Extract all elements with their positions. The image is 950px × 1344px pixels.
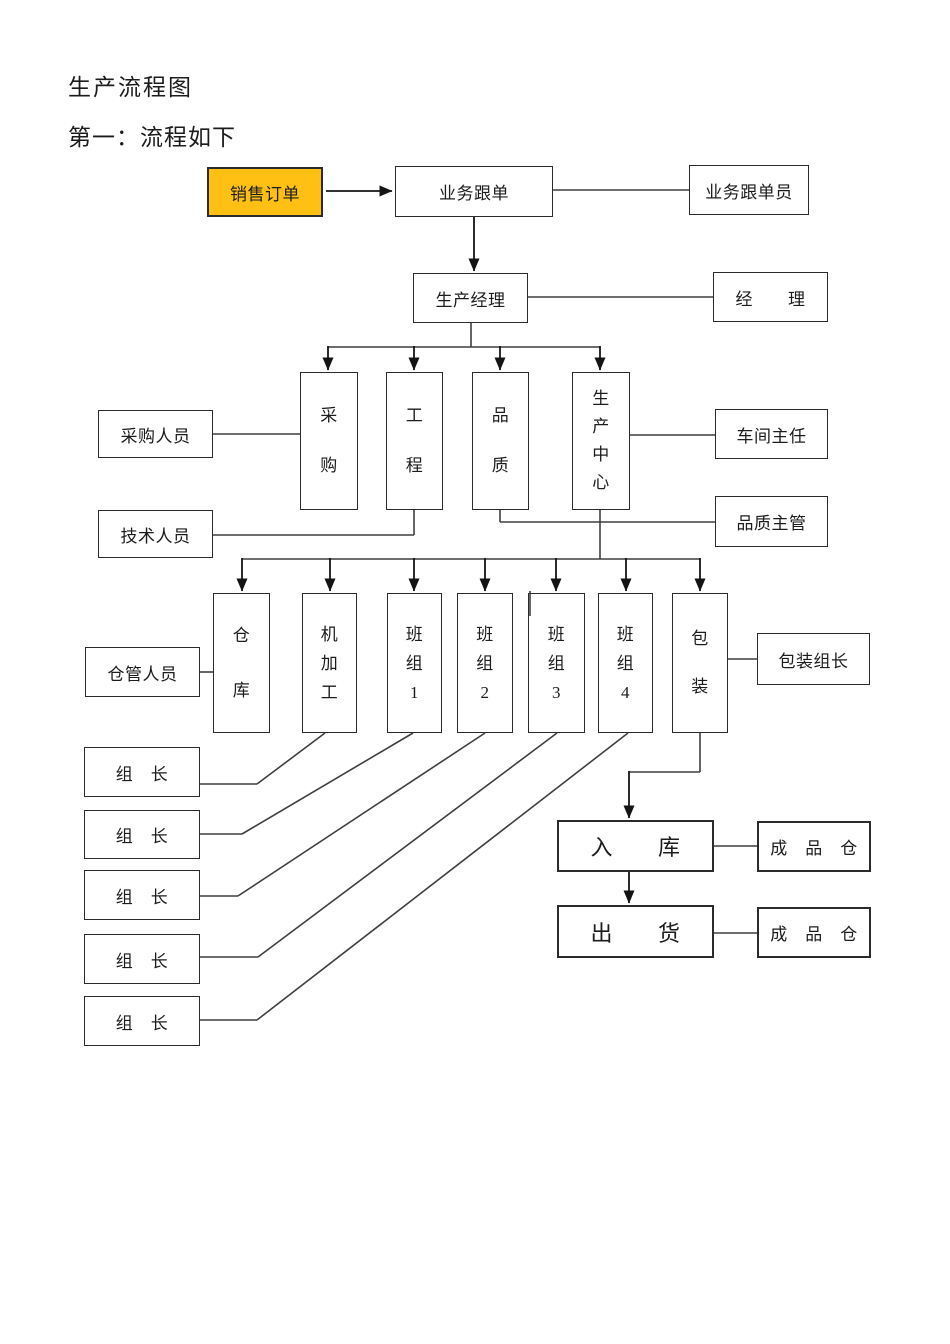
team-1-box: 班 组 1	[387, 593, 442, 733]
production-manager-label: 生产经理	[435, 290, 506, 310]
workshop-director-label: 车间主任	[736, 426, 807, 446]
production-center-label: 生 产 中 心	[592, 389, 610, 492]
packing-leader-box: 包装组长	[757, 633, 870, 685]
manager-label: 经 理	[735, 289, 806, 309]
purchasing-box: 采 购	[300, 372, 358, 510]
team-leader-5-label: 组 长	[115, 1013, 169, 1033]
warehouse-label: 仓 库	[232, 626, 251, 700]
production-center-box: 生 产 中 心	[572, 372, 630, 510]
production-manager-box: 生产经理	[413, 273, 528, 323]
warehouse-staff-label: 仓管人员	[107, 664, 178, 684]
quality-box: 品 质	[472, 372, 529, 510]
team-leader-2-label: 组 长	[115, 827, 169, 846]
workshop-director-box: 车间主任	[715, 409, 828, 459]
purchasing-staff-label: 采购人员	[120, 426, 191, 446]
team-2-label: 班 组 2	[476, 624, 494, 702]
team-leader-4-box: 组 长	[84, 934, 200, 984]
technical-staff-box: 技术人员	[98, 510, 213, 558]
sales-order-box: 销售订单	[207, 167, 323, 217]
engineering-box: 工 程	[386, 372, 443, 510]
page-subtitle: 第一：流程如下	[68, 125, 236, 150]
team-leader-4-label: 组 长	[115, 951, 169, 971]
warehouse-staff-box: 仓管人员	[85, 647, 200, 697]
finished-goods-2-label: 成 品 仓	[770, 925, 858, 944]
machining-label: 机 加 工	[320, 624, 339, 702]
shipping-label: 出 货	[590, 920, 681, 946]
order-follow-label: 业务跟单	[439, 184, 509, 203]
team-leader-5-box: 组 长	[84, 996, 200, 1046]
quality-supervisor-label: 品质主管	[736, 514, 807, 533]
purchasing-label: 采 购	[320, 406, 338, 475]
team-2-box: 班 组 2	[457, 593, 513, 733]
team-4-label: 班 组 4	[616, 624, 635, 702]
quality-supervisor-box: 品质主管	[715, 496, 828, 547]
team-leader-3-box: 组 长	[84, 870, 200, 920]
manager-box: 经 理	[713, 272, 828, 322]
team-3-label: 班 组 3	[547, 624, 566, 702]
warehouse-box: 仓 库	[213, 593, 270, 733]
finished-goods-1-box: 成 品 仓	[757, 821, 871, 872]
packing-box: 包 装	[672, 593, 728, 733]
finished-goods-1-label: 成 品 仓	[770, 839, 858, 858]
team-1-label: 班 组 1	[405, 624, 424, 702]
order-follow-box: 业务跟单	[395, 166, 553, 217]
team-3-box: 班 组 3	[528, 593, 585, 733]
order-follow-staff-label: 业务跟单员	[705, 182, 793, 202]
shipping-box: 出 货	[557, 905, 714, 958]
sales-order-label: 销售订单	[230, 184, 300, 204]
purchasing-staff-box: 采购人员	[98, 410, 213, 458]
quality-label: 品 质	[491, 406, 510, 475]
team-leader-1-box: 组 长	[84, 747, 200, 797]
page-title: 生产流程图	[68, 75, 193, 100]
team-leader-2-box: 组 长	[84, 810, 200, 859]
finished-goods-2-box: 成 品 仓	[757, 907, 871, 958]
technical-staff-label: 技术人员	[120, 526, 191, 546]
packing-leader-label: 包装组长	[778, 651, 849, 671]
storage-in-label: 入 库	[590, 835, 681, 860]
team-4-box: 班 组 4	[598, 593, 653, 733]
packing-label: 包 装	[691, 629, 709, 696]
machining-box: 机 加 工	[302, 593, 357, 733]
order-follow-staff-box: 业务跟单员	[689, 165, 809, 215]
storage-in-box: 入 库	[557, 820, 714, 872]
team-leader-1-label: 组 长	[115, 764, 169, 784]
team-leader-3-label: 组 长	[115, 887, 169, 907]
engineering-label: 工 程	[405, 406, 424, 475]
